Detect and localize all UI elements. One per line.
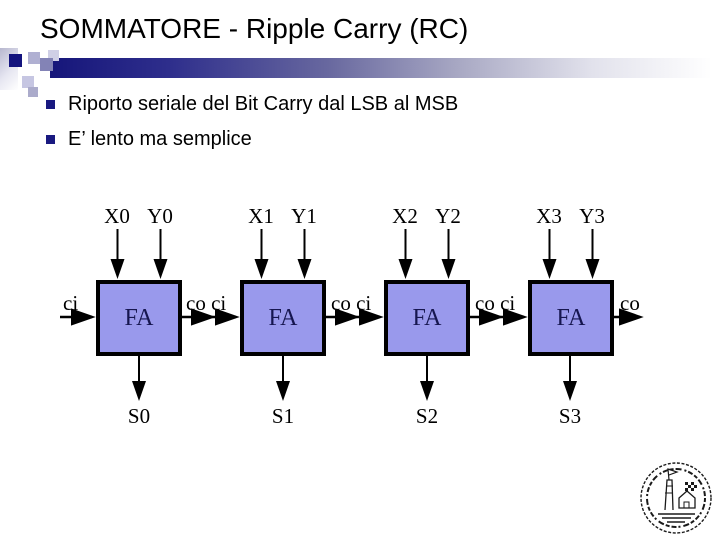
bullet-square-icon [46, 100, 55, 109]
carry-out-label: co [620, 291, 640, 315]
fa-label: FA [124, 304, 154, 331]
input-label-x1: X1 [248, 204, 274, 228]
input-label-x0: X0 [104, 204, 130, 228]
bullet-item-2: E’ lento ma semplice [46, 128, 252, 151]
carry-link-label-2: co ci [475, 291, 516, 315]
bullet-item-1: Riporto seriale del Bit Carry dal LSB al… [46, 93, 458, 116]
input-arrows [110, 229, 600, 279]
sum-label-s2: S2 [415, 404, 439, 428]
decor-square-light-2 [48, 50, 59, 61]
fa-label: FA [556, 304, 586, 331]
input-label-x3: X3 [536, 204, 562, 228]
sum-label-s1: S1 [271, 404, 295, 428]
sum-label-s0: S0 [127, 404, 151, 428]
decor-square-light-1 [28, 52, 40, 64]
sum-label-s3: S3 [558, 404, 582, 428]
header-gradient-bar [50, 58, 712, 78]
fa-label: FA [268, 304, 298, 331]
seal-checker-crest [685, 482, 697, 491]
input-label-y1: Y1 [291, 204, 317, 228]
bullet-text-1: Riporto seriale del Bit Carry dal LSB al… [68, 93, 459, 115]
full-adder-box-1: FA [240, 280, 326, 356]
full-adder-box-0: FA [96, 280, 182, 356]
full-adder-box-3: FA [528, 280, 614, 356]
decor-square-slate [40, 58, 53, 71]
input-label-y0: Y0 [147, 204, 173, 228]
input-label-y2: Y2 [435, 204, 461, 228]
fa-label: FA [412, 304, 442, 331]
carry-in-label: ci [63, 291, 79, 315]
bullet-text-2: E’ lento ma semplice [68, 128, 252, 150]
bullet-square-icon [46, 135, 55, 144]
input-label-y3: Y3 [579, 204, 605, 228]
decor-square-navy [9, 54, 22, 67]
input-label-x2: X2 [392, 204, 418, 228]
decor-square-gray [28, 87, 38, 97]
university-seal-icon [640, 462, 712, 534]
carry-link-label-1: co ci [331, 291, 372, 315]
decor-square-lavender [22, 76, 34, 88]
sum-arrows [132, 356, 577, 401]
full-adder-box-2: FA [384, 280, 470, 356]
slide-title: SOMMATORE - Ripple Carry (RC) [40, 13, 469, 44]
carry-link-label-0: co ci [186, 291, 227, 315]
